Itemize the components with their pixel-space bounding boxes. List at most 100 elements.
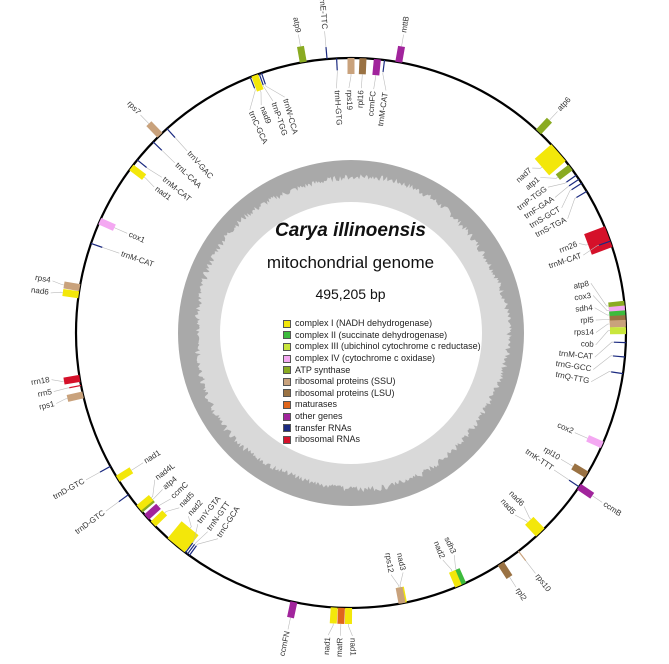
gene-block bbox=[609, 310, 626, 319]
legend-label: complex I (NADH dehydrogenase) bbox=[295, 318, 433, 329]
label-leader bbox=[590, 283, 609, 307]
legend-swatch bbox=[283, 435, 291, 444]
gene-label: ccmFC bbox=[366, 90, 377, 116]
gene-block bbox=[98, 217, 116, 231]
gene-block bbox=[287, 601, 298, 619]
legend-swatch bbox=[283, 342, 291, 351]
gene-trnd-gtc: trnD-GTC bbox=[73, 494, 129, 536]
gene-label: nad6 bbox=[31, 285, 50, 296]
gene-trnm-cat: trnM-CAT bbox=[558, 341, 626, 361]
gene-block bbox=[577, 483, 595, 499]
label-leader bbox=[287, 617, 291, 630]
gene-rps7: rps7 bbox=[125, 99, 163, 138]
label-leader bbox=[509, 576, 517, 588]
gene-block bbox=[329, 607, 338, 624]
gene-rrn5: rrn5 bbox=[37, 384, 82, 399]
gene-block bbox=[525, 520, 542, 537]
gene-trnh-gtg: trnH-GTG bbox=[333, 58, 344, 126]
legend-item-trna: transfer RNAs bbox=[283, 422, 481, 434]
label-leader bbox=[553, 469, 570, 481]
genome-subtitle: mitochondrial genome bbox=[266, 253, 435, 272]
legend-swatch bbox=[283, 319, 291, 328]
label-leader bbox=[561, 189, 572, 209]
label-leader bbox=[348, 74, 352, 89]
gene-rps14: rps14 bbox=[574, 319, 626, 337]
gene-nad1: nad1 bbox=[322, 607, 338, 655]
label-leader bbox=[373, 75, 377, 90]
legend-item-c3: complex III (ubichinol cytochrome c redu… bbox=[283, 341, 481, 353]
gene-label: ccmFN bbox=[278, 630, 292, 657]
gene-block bbox=[62, 289, 80, 299]
legend-swatch bbox=[283, 412, 291, 421]
legend-item-atp: ATP synthase bbox=[283, 364, 481, 376]
label-leader bbox=[401, 34, 404, 47]
gene-block bbox=[144, 503, 161, 520]
gene-block bbox=[395, 586, 406, 604]
gene-block bbox=[249, 76, 256, 89]
gene-label: rps10 bbox=[533, 572, 553, 594]
gene-rps19: rps19 bbox=[345, 58, 355, 111]
gene-label: nad1 bbox=[142, 448, 162, 465]
label-leader bbox=[348, 623, 353, 637]
legend-swatch bbox=[283, 354, 291, 363]
label-leader bbox=[249, 88, 256, 110]
gene-rpl5: rpl5 bbox=[580, 315, 626, 325]
label-leader bbox=[382, 71, 387, 91]
gene-block bbox=[568, 178, 580, 187]
legend-swatch bbox=[283, 331, 291, 340]
label-leader bbox=[188, 516, 192, 529]
gene-block bbox=[146, 121, 163, 138]
gene-block bbox=[129, 164, 147, 180]
label-leader bbox=[590, 371, 612, 382]
label-leader bbox=[146, 167, 162, 178]
label-leader bbox=[265, 84, 285, 98]
legend-swatch bbox=[283, 400, 291, 409]
gene-block bbox=[63, 281, 81, 292]
label-leader bbox=[390, 574, 400, 588]
gene-block bbox=[372, 58, 381, 76]
gene-rrn18: rrn18 bbox=[30, 374, 81, 387]
label-leader bbox=[578, 243, 589, 246]
label-leader bbox=[196, 538, 219, 546]
label-leader bbox=[327, 623, 334, 636]
label-leader bbox=[583, 244, 600, 256]
gene-label: rps7 bbox=[125, 99, 143, 117]
gene-label: ccmB bbox=[602, 500, 624, 519]
label-leader bbox=[161, 150, 176, 164]
gene-atp8: atp8 bbox=[573, 279, 625, 310]
genome-size: 495,205 bp bbox=[315, 286, 386, 302]
gene-ccmb: ccmB bbox=[577, 483, 624, 519]
label-leader bbox=[554, 185, 570, 198]
label-leader bbox=[595, 330, 611, 346]
legend-label: maturases bbox=[295, 399, 338, 410]
gene-block bbox=[167, 521, 199, 553]
gene-block bbox=[609, 319, 626, 328]
gene-ccmfn: ccmFN bbox=[278, 601, 298, 657]
legend-swatch bbox=[283, 424, 291, 433]
gene-label: rrn5 bbox=[37, 387, 53, 399]
label-leader bbox=[336, 70, 338, 89]
label-leader bbox=[595, 323, 610, 333]
label-leader bbox=[549, 111, 558, 121]
gene-label: rpl16 bbox=[356, 89, 366, 108]
gene-rps1: rps1 bbox=[38, 391, 84, 412]
gene-block bbox=[395, 45, 405, 63]
gene-label: cox2 bbox=[556, 420, 576, 435]
legend-label: complex II (succinate dehydrogenase) bbox=[295, 329, 448, 340]
gene-block bbox=[584, 226, 613, 255]
species-name: Carya illinoensis bbox=[274, 220, 426, 241]
gene-ccmfc: ccmFC bbox=[366, 58, 381, 117]
gene-block bbox=[325, 47, 328, 60]
gene-rps12: rps12 bbox=[383, 552, 406, 604]
gene-label: trnH-GTG bbox=[333, 90, 344, 126]
gene-block bbox=[118, 494, 129, 503]
label-leader bbox=[52, 280, 65, 286]
legend-label: complex IV (cytochrome c oxidase) bbox=[295, 353, 436, 364]
gene-block bbox=[258, 73, 264, 86]
gene-label: trnD-GTC bbox=[52, 477, 87, 502]
label-leader bbox=[158, 498, 171, 507]
label-leader bbox=[532, 166, 543, 169]
gene-label: atp9 bbox=[291, 16, 303, 33]
label-leader bbox=[592, 295, 610, 311]
